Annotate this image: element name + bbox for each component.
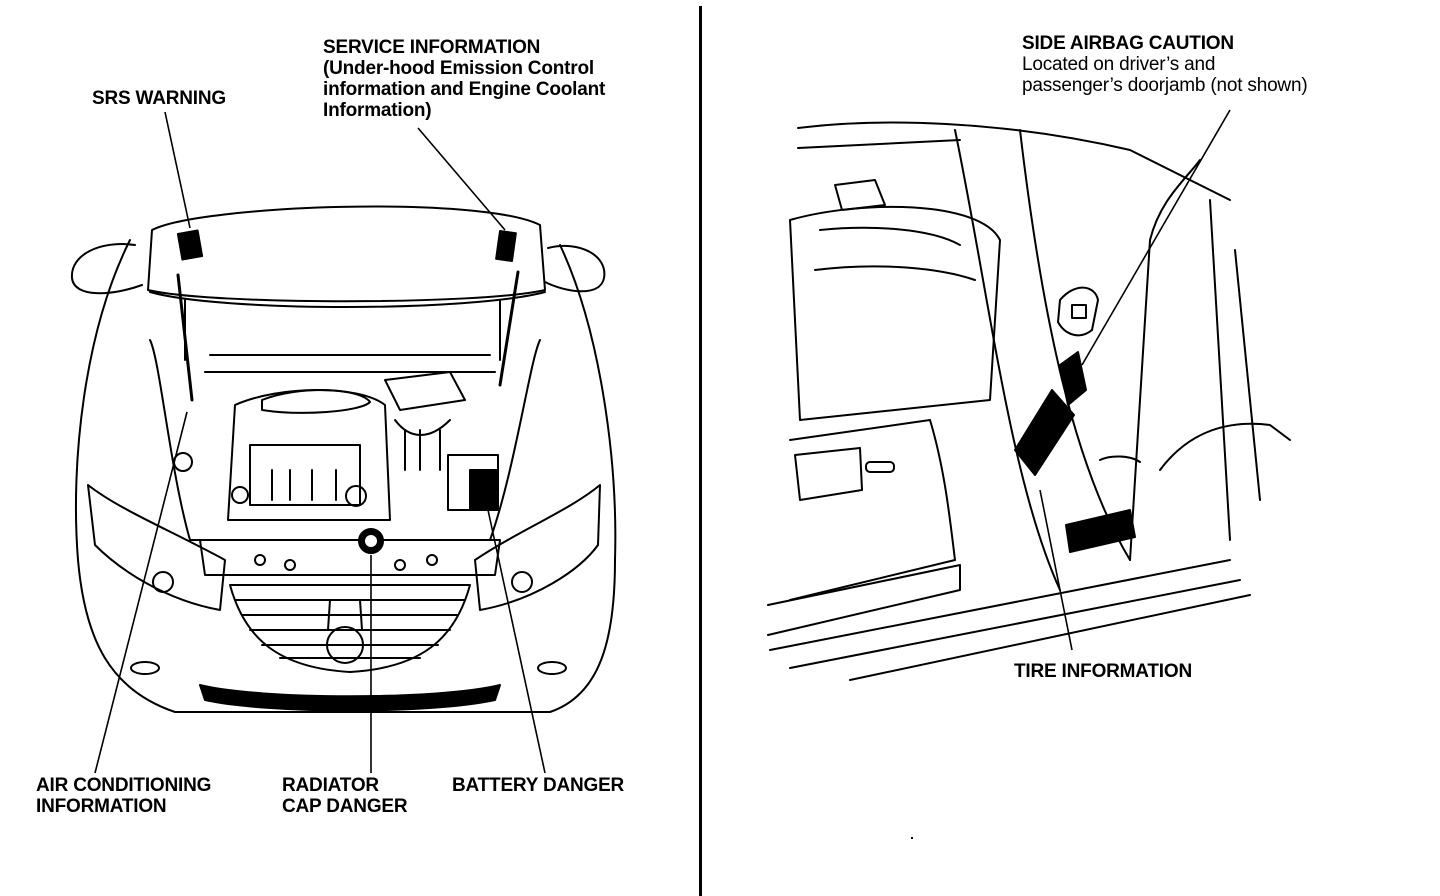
door-striker <box>1057 286 1099 337</box>
b-pillar <box>954 129 1061 591</box>
air-conditioning-label: AIR CONDITIONING INFORMATION <box>36 775 211 817</box>
battery-leader <box>487 509 546 774</box>
side-airbag-label <box>1059 351 1087 406</box>
right-headlamp <box>474 484 601 611</box>
side-airbag-leader <box>1081 109 1231 366</box>
radiator-cap-line-1: RADIATOR <box>282 775 379 796</box>
tire-information-label: TIRE INFORMATION <box>1014 661 1192 682</box>
side-airbag-caution-label: SIDE AIRBAG CAUTION Located on driver’s … <box>1022 33 1308 96</box>
side-airbag-title: SIDE AIRBAG CAUTION <box>1022 33 1234 54</box>
service-leader <box>417 127 506 231</box>
scan-speck <box>911 837 913 839</box>
seat <box>789 205 1001 421</box>
front-door <box>789 419 956 601</box>
panel-divider <box>699 6 702 896</box>
open-hood <box>147 205 546 303</box>
srs-label-patch <box>176 229 204 261</box>
service-information-detail-2: information and Engine Coolant <box>323 79 606 100</box>
tire-info-leader <box>1039 489 1073 651</box>
service-information-title: SERVICE INFORMATION <box>323 37 541 58</box>
service-information-detail-1: (Under-hood Emission Control <box>323 58 594 79</box>
side-airbag-detail-1: Located on driver’s and <box>1022 54 1216 75</box>
car-body-outline <box>74 239 617 713</box>
radiator-cap-label: RADIATOR CAP DANGER <box>282 775 408 817</box>
srs-leader <box>164 111 191 229</box>
radiator-cap-line-2: CAP DANGER <box>282 796 408 817</box>
service-information-detail-3: Information) <box>323 100 432 121</box>
left-headlamp <box>87 484 226 611</box>
right-mirror <box>544 244 606 293</box>
service-label-patch <box>495 230 517 262</box>
air-conditioning-line-2: INFORMATION <box>36 796 167 817</box>
interior-roofline <box>797 121 1231 201</box>
side-airbag-detail-2: passenger’s doorjamb (not shown) <box>1022 75 1308 96</box>
left-mirror <box>70 243 143 295</box>
tire-label <box>1014 389 1075 476</box>
air-conditioning-line-1: AIR CONDITIONING <box>36 775 212 796</box>
service-information-label: SERVICE INFORMATION (Under-hood Emission… <box>323 37 605 121</box>
ac-leader <box>94 411 188 774</box>
battery-danger-label: BATTERY DANGER <box>452 775 625 796</box>
srs-warning-label: SRS WARNING <box>92 88 226 109</box>
door-sill <box>767 564 961 636</box>
